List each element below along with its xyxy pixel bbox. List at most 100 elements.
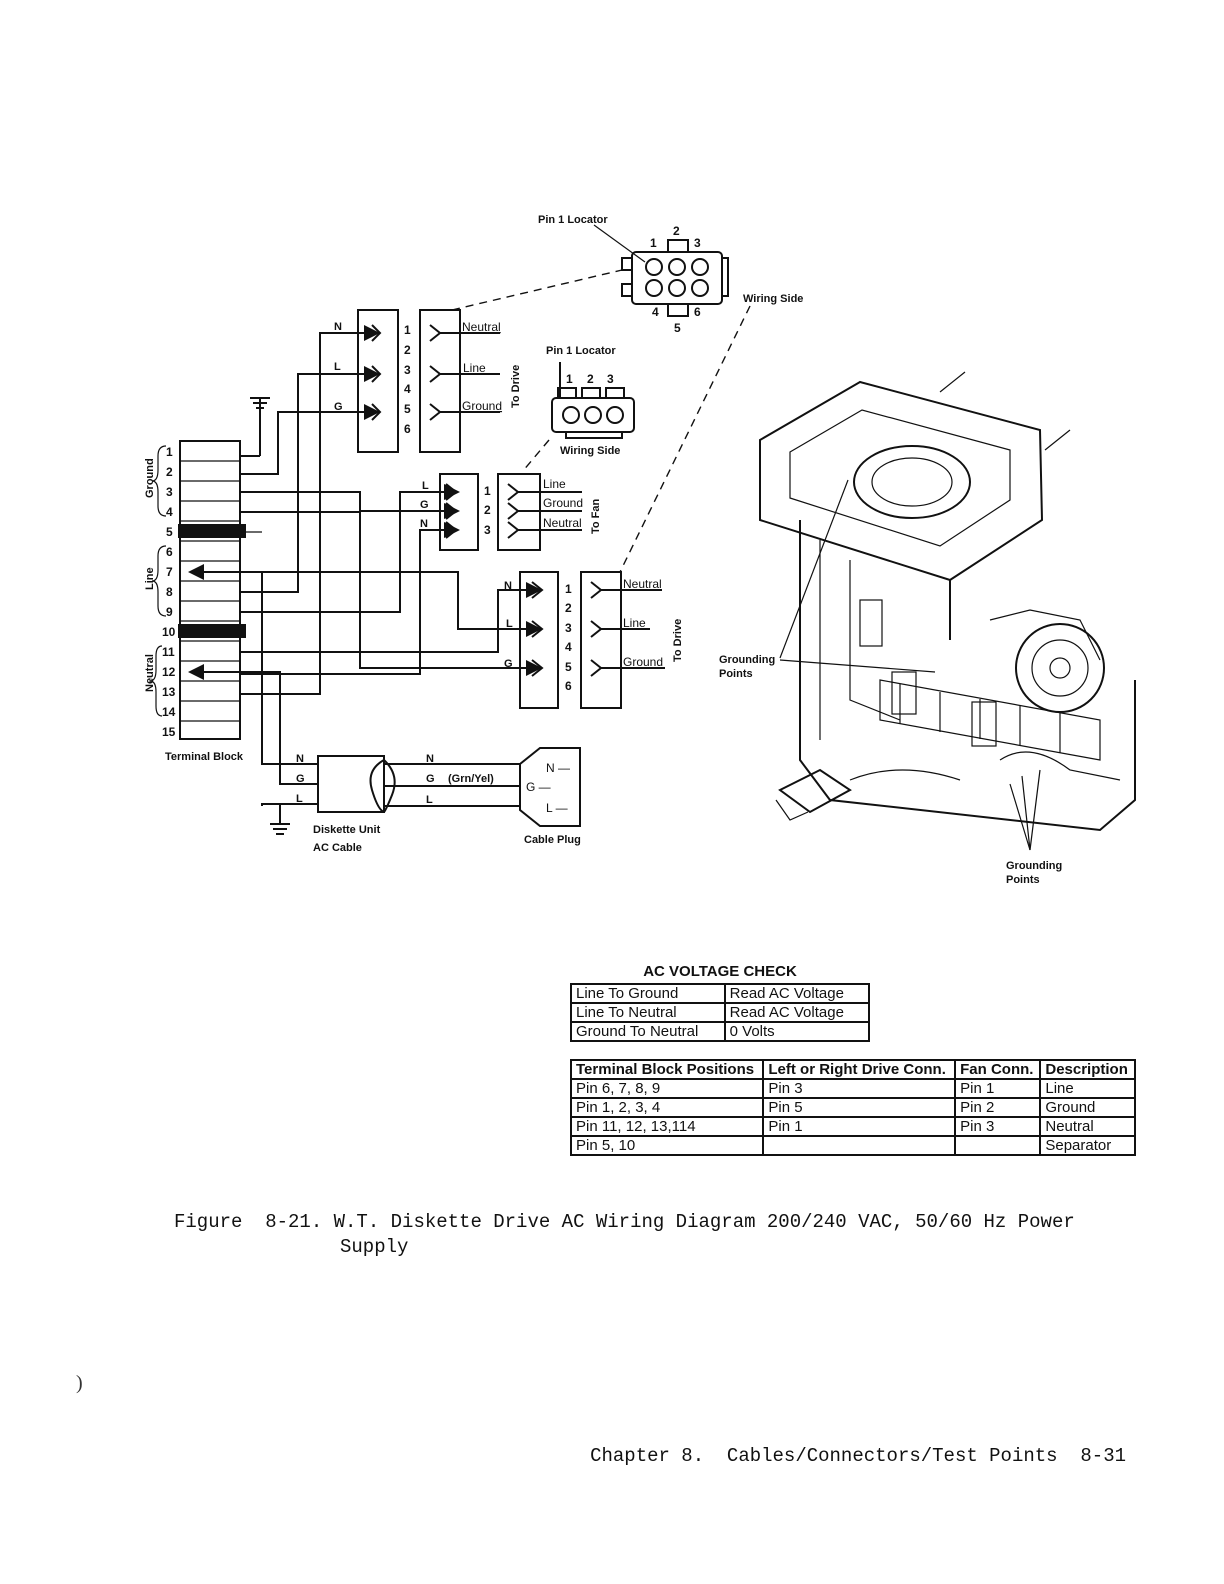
voltage-check-table: Line To Ground Read AC Voltage Line To N… bbox=[570, 983, 871, 1042]
voltage-cell: Read AC Voltage bbox=[723, 983, 871, 1004]
tb-pin-8: 8 bbox=[166, 585, 173, 599]
tb-pin-6: 6 bbox=[166, 545, 173, 559]
dct-pin-3: 3 bbox=[404, 363, 411, 377]
table-cell: Pin 6, 7, 8, 9 bbox=[569, 1078, 765, 1099]
dct-to-drive: To Drive bbox=[510, 365, 522, 408]
ac-left-g: G bbox=[296, 773, 305, 785]
table-cell bbox=[762, 1135, 957, 1156]
tb-pin-1: 1 bbox=[166, 445, 173, 459]
ac-right-n: N bbox=[426, 753, 434, 765]
grounding-upper-2: Points bbox=[719, 668, 753, 680]
dcb-to-drive: To Drive bbox=[672, 619, 684, 662]
dcb-pin-4: 4 bbox=[565, 640, 572, 654]
stray-mark: ) bbox=[76, 1372, 83, 1394]
tb-pin-12: 12 bbox=[162, 665, 176, 679]
three-pin-1: 1 bbox=[566, 372, 573, 386]
footer-chapter: Chapter 8. Cables/Connectors/Test Points bbox=[590, 1445, 1058, 1467]
positions-table: Terminal Block Positions Left or Right D… bbox=[569, 1059, 1136, 1156]
three-pin-2: 2 bbox=[587, 372, 594, 386]
tb-pin-4: 4 bbox=[166, 505, 173, 519]
ac-wiring-diagram: 1 2 3 4 5 6 7 8 9 10 11 12 13 14 15 Grou… bbox=[144, 214, 1136, 886]
table-row: Pin 1, 2, 3, 4 Pin 5 Pin 2 Ground bbox=[569, 1097, 1136, 1118]
table-row: Pin 5, 10 Separator bbox=[569, 1135, 1136, 1156]
group-label-ground: Ground bbox=[144, 458, 156, 498]
dct-pin-6: 6 bbox=[404, 422, 411, 436]
ac-cable-label-2: AC Cable bbox=[313, 842, 362, 854]
table-row: Line To Ground Read AC Voltage bbox=[570, 983, 871, 1004]
table-cell: Pin 3 bbox=[762, 1078, 957, 1099]
fan-pin-1: 1 bbox=[484, 484, 491, 498]
tb-pin-10: 10 bbox=[162, 625, 176, 639]
dct-pin-5: 5 bbox=[404, 402, 411, 416]
table-cell: Pin 1 bbox=[762, 1116, 957, 1137]
three-pin-locator-label: Pin 1 Locator bbox=[546, 345, 616, 357]
cable-plug: N — G — L — Cable Plug bbox=[519, 747, 581, 846]
dcb-signal-neutral: Neutral bbox=[623, 577, 662, 591]
dcb-signal-line: Line bbox=[623, 616, 646, 630]
tb-pin-14: 14 bbox=[162, 705, 176, 719]
grounding-points: Grounding Points Grounding Points bbox=[719, 479, 1062, 886]
dcb-pin-2: 2 bbox=[565, 601, 572, 615]
fan-pin-3: 3 bbox=[484, 523, 491, 537]
ac-cable-label-1: Diskette Unit bbox=[313, 824, 381, 836]
table-cell bbox=[954, 1135, 1042, 1156]
terminal-block: 1 2 3 4 5 6 7 8 9 10 11 12 13 14 15 Grou… bbox=[144, 440, 246, 763]
six-pin-4: 4 bbox=[652, 305, 659, 319]
three-pin-3: 3 bbox=[607, 372, 614, 386]
tb-pin-3: 3 bbox=[166, 485, 173, 499]
grounding-lower-2: Points bbox=[1006, 874, 1040, 886]
column-header: Left or Right Drive Conn. bbox=[762, 1059, 957, 1080]
tb-pin-13: 13 bbox=[162, 685, 176, 699]
voltage-cell: 0 Volts bbox=[723, 1021, 871, 1042]
six-pin-1: 1 bbox=[650, 236, 657, 250]
dcb-pin-6: 6 bbox=[565, 679, 572, 693]
voltage-cell: Line To Neutral bbox=[570, 1002, 726, 1023]
fan-pin-2: 2 bbox=[484, 503, 491, 517]
six-pin-connector: 1 2 3 4 5 6 Pin 1 Locator Wiring Side bbox=[451, 214, 803, 335]
dct-signal-neutral: Neutral bbox=[462, 320, 501, 334]
group-label-neutral: Neutral bbox=[144, 654, 156, 692]
figure-caption: Figure 8-21. W.T. Diskette Drive AC Wiri… bbox=[174, 1210, 1154, 1260]
dct-pin-2: 2 bbox=[404, 343, 411, 357]
table-cell: Pin 11, 12, 13,114 bbox=[569, 1116, 765, 1137]
plug-terminal-n: N — bbox=[546, 761, 570, 775]
terminal-block-label: Terminal Block bbox=[165, 751, 244, 763]
fan-input-n: N bbox=[420, 518, 428, 530]
table-row: Ground To Neutral 0 Volts bbox=[570, 1021, 871, 1042]
dcb-input-g: G bbox=[504, 658, 513, 670]
drive-connector-bottom: 1 2 3 4 5 6 Neutral Line Ground To Drive… bbox=[504, 571, 684, 709]
fan-signal-line: Line bbox=[543, 477, 566, 491]
table-cell: Neutral bbox=[1039, 1116, 1136, 1137]
fan-input-g: G bbox=[420, 499, 429, 511]
ac-right-l: L bbox=[426, 794, 433, 806]
table-cell: Pin 1 bbox=[954, 1078, 1042, 1099]
ac-right-g: G bbox=[426, 773, 435, 785]
footer-page-number: 8-31 bbox=[1080, 1445, 1126, 1467]
table-header-row: Terminal Block Positions Left or Right D… bbox=[569, 1059, 1136, 1080]
grounding-lower-1: Grounding bbox=[1006, 860, 1062, 872]
three-pin-wiring-side: Wiring Side bbox=[560, 445, 620, 457]
plug-terminal-l: L — bbox=[546, 801, 568, 815]
dcb-signal-ground: Ground bbox=[623, 655, 663, 669]
voltage-check-title: AC VOLTAGE CHECK bbox=[643, 963, 797, 980]
column-header: Fan Conn. bbox=[954, 1059, 1042, 1080]
fan-signal-neutral: Neutral bbox=[543, 516, 582, 530]
table-cell: Pin 1, 2, 3, 4 bbox=[569, 1097, 765, 1118]
voltage-cell: Line To Ground bbox=[570, 983, 726, 1004]
table-cell: Pin 3 bbox=[954, 1116, 1042, 1137]
ac-grn-yel-note: (Grn/Yel) bbox=[448, 773, 494, 785]
fan-to-fan: To Fan bbox=[590, 498, 602, 534]
table-cell: Line bbox=[1039, 1078, 1136, 1099]
separator-5 bbox=[178, 524, 246, 538]
dct-input-n: N bbox=[334, 321, 342, 333]
page-footer: Chapter 8. Cables/Connectors/Test Points… bbox=[590, 1445, 1126, 1467]
three-pin-connector: 1 2 3 Pin 1 Locator Wiring Side bbox=[521, 345, 635, 473]
fan-input-l: L bbox=[422, 480, 429, 492]
table-row: Pin 11, 12, 13,114 Pin 1 Pin 3 Neutral bbox=[569, 1116, 1136, 1137]
table-cell: Pin 5, 10 bbox=[569, 1135, 765, 1156]
tb-pin-5: 5 bbox=[166, 525, 173, 539]
six-pin-5: 5 bbox=[674, 321, 681, 335]
dct-input-g: G bbox=[334, 401, 343, 413]
six-pin-6: 6 bbox=[694, 305, 701, 319]
